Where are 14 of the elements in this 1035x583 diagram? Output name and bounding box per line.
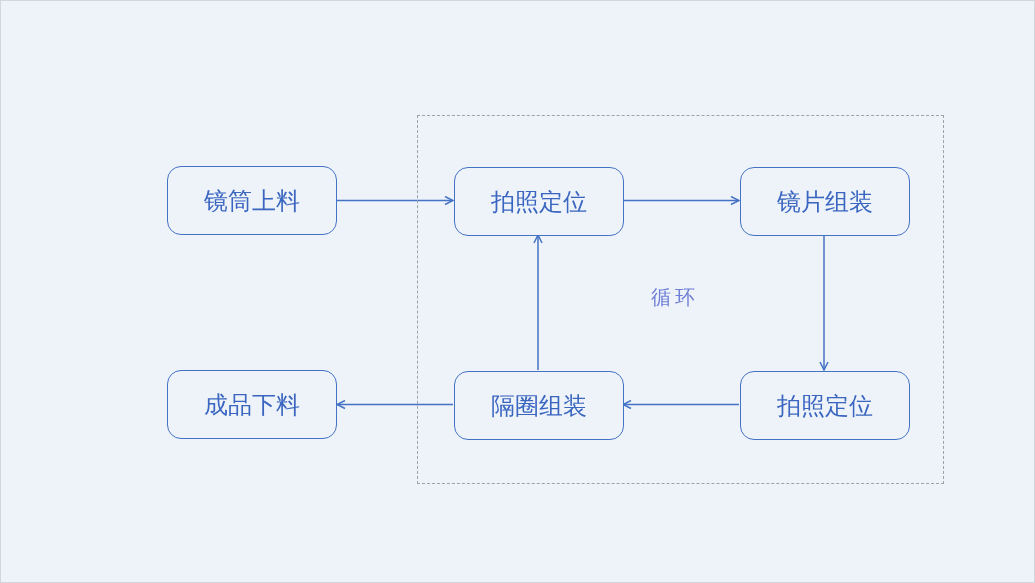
- process-box: 镜筒上料: [167, 166, 337, 235]
- arrow: [533, 234, 543, 371]
- loop-group-frame: [417, 115, 944, 484]
- arrow: [622, 399, 740, 410]
- loop-label: 循环: [651, 284, 699, 311]
- arrow: [336, 195, 454, 206]
- arrow: [819, 234, 829, 371]
- arrow: [622, 195, 740, 206]
- process-box: 成品下料: [167, 370, 337, 439]
- arrow: [336, 399, 454, 410]
- process-box: 拍照定位: [740, 371, 910, 440]
- process-box: 隔圈组装: [454, 371, 624, 440]
- process-box: 拍照定位: [454, 167, 624, 236]
- process-box: 镜片组装: [740, 167, 910, 236]
